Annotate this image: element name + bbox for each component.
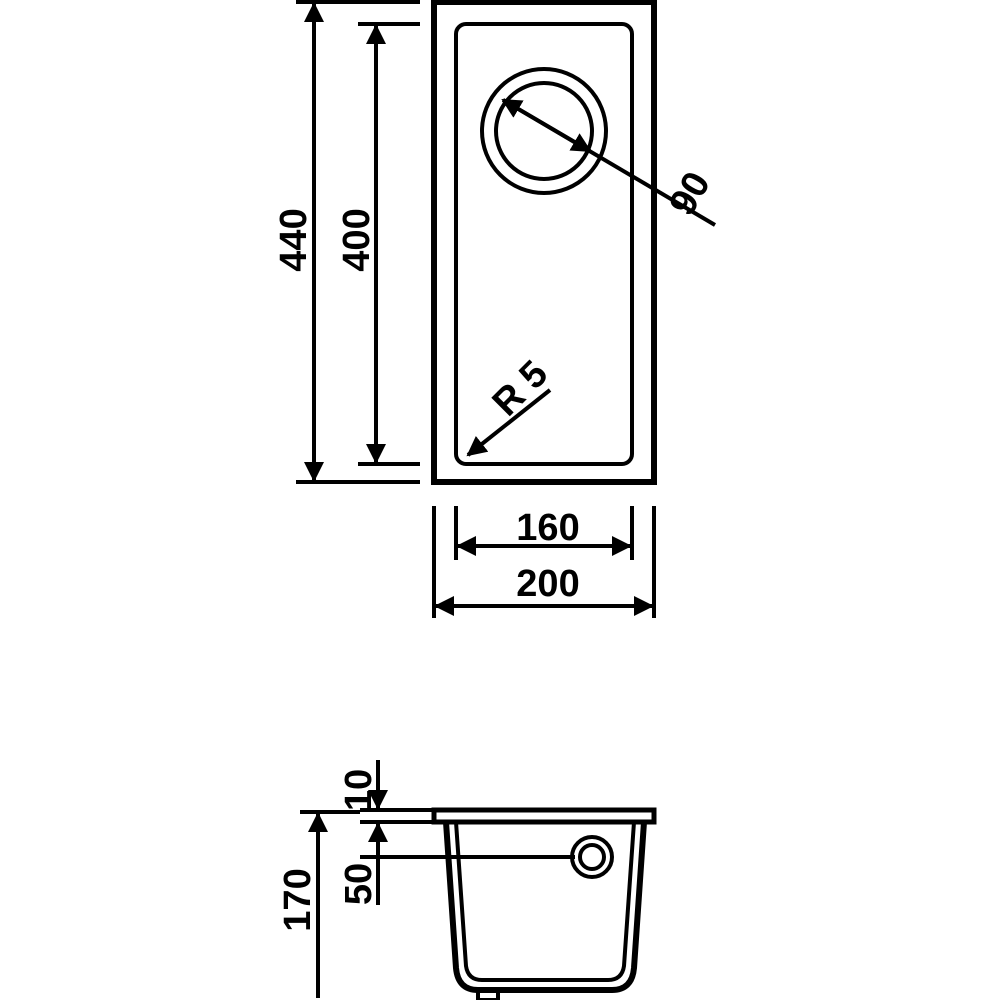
rim-thickness-label: 10	[338, 769, 380, 811]
sink-inner-bowl	[454, 22, 634, 466]
corner-radius-label: R 5	[485, 353, 557, 425]
sink-bowl-inner	[454, 821, 636, 982]
overall-length-label: 440	[273, 208, 315, 271]
drain-inner-ring	[494, 81, 594, 181]
sink-rim-flange	[431, 807, 657, 825]
drain-fitting	[476, 988, 500, 1000]
depth-label: 170	[277, 868, 319, 931]
sink-outer-rim	[431, 0, 657, 485]
inner-length-label: 400	[336, 208, 378, 271]
overall-width-label: 200	[516, 563, 579, 605]
overflow-port-inner	[578, 843, 606, 871]
corner-radius-leader	[466, 388, 552, 457]
drain-outer-ring	[480, 67, 608, 195]
drain-height-label: 50	[338, 863, 380, 905]
side-view: 10 50 170	[277, 760, 657, 1000]
drain-diameter-arrow	[501, 98, 592, 153]
inner-width-label: 160	[516, 507, 579, 549]
sink-bowl-outer	[443, 821, 647, 993]
top-view: 90 R 5 440 400 160 200	[273, 0, 719, 618]
drain-diameter-label: 90	[661, 165, 719, 223]
